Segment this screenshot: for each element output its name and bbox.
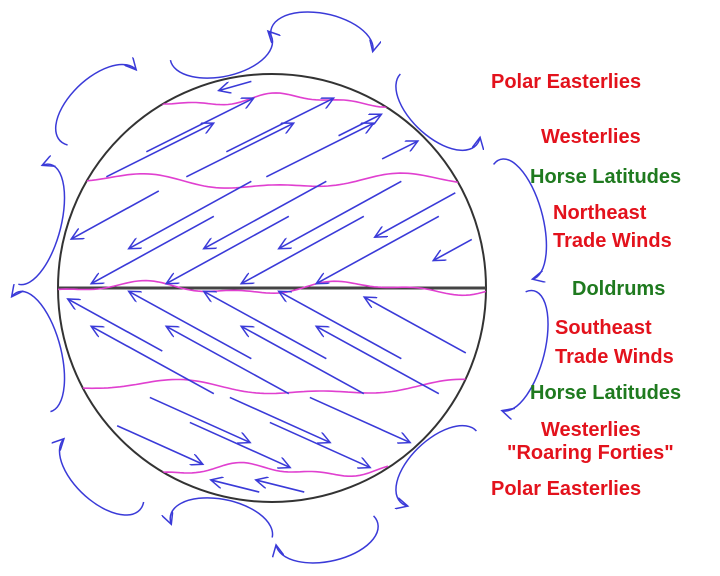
- circulation-cell: [54, 50, 142, 146]
- wind-arrow: [166, 215, 290, 283]
- wind-arrow: [375, 192, 456, 237]
- cell-loop-arrow: [169, 31, 278, 79]
- label-horse-latitudes-north: Horse Latitudes: [530, 166, 682, 188]
- boundary-line: [59, 172, 486, 189]
- wind-arrow: [381, 141, 418, 160]
- wind-arrow: [204, 180, 327, 248]
- wind-arrow: [241, 215, 365, 283]
- wind-arrow: [204, 291, 327, 360]
- wind-arrow: [265, 123, 373, 178]
- circulation-cells: [11, 11, 549, 564]
- circulation-cell: [494, 289, 549, 418]
- wind-arrow: [105, 123, 213, 178]
- boundary-line: [59, 378, 486, 395]
- wind-arrow: [364, 297, 467, 354]
- wind-arrow: [279, 291, 402, 360]
- wind-arrow: [269, 421, 370, 467]
- boundary-line: [159, 92, 389, 108]
- circulation-cell: [169, 31, 278, 79]
- wind-arrow: [68, 299, 163, 352]
- pressure-boundaries: [58, 92, 486, 477]
- wind-arrow: [91, 326, 215, 395]
- circulation-cell: [45, 433, 145, 516]
- wind-arrow: [219, 80, 252, 90]
- cell-loop-arrow: [169, 497, 274, 538]
- wind-arrow: [309, 396, 410, 442]
- wind-arrow: [91, 215, 215, 283]
- wind-arrow: [149, 396, 250, 442]
- label-westerlies-north: Westerlies: [541, 126, 641, 148]
- wind-arrow: [433, 238, 473, 260]
- cell-loop-arrow: [11, 285, 66, 413]
- label-polar-easterlies-south: Polar Easterlies: [491, 478, 642, 500]
- label-westerlies-south: Westerlies: [541, 419, 641, 441]
- label-doldrums: Doldrums: [572, 278, 666, 300]
- wind-arrow: [189, 421, 290, 467]
- cell-loop-arrow: [45, 433, 145, 516]
- label-ne-trade-1: Northeast: [553, 202, 647, 224]
- cell-loop-arrow: [492, 158, 548, 282]
- wind-arrow: [166, 326, 290, 395]
- label-horse-latitudes-south: Horse Latitudes: [530, 382, 682, 404]
- cell-loop-arrow: [54, 50, 142, 146]
- label-ne-trade-2: Trade Winds: [553, 230, 672, 252]
- wind-arrow: [71, 190, 160, 239]
- cell-loop-arrow: [274, 515, 379, 564]
- cell-loop-arrow: [494, 289, 549, 418]
- cell-loop-arrow: [382, 424, 477, 508]
- wind-arrow: [225, 98, 333, 153]
- circulation-cell: [18, 162, 66, 286]
- circulation-cell: [395, 73, 482, 152]
- cell-loop-arrow: [395, 73, 482, 152]
- circulation-cell: [274, 515, 379, 564]
- surface-wind-arrows: [68, 80, 473, 493]
- cell-loop-arrow: [18, 162, 66, 286]
- wind-arrow: [316, 215, 440, 283]
- wind-arrow: [129, 291, 252, 360]
- wind-arrow: [279, 180, 402, 248]
- wind-arrow: [316, 326, 440, 395]
- circulation-cell: [492, 158, 548, 282]
- label-se-trade-2: Trade Winds: [555, 346, 674, 368]
- wind-arrow: [241, 326, 365, 395]
- circulation-cell: [382, 424, 477, 508]
- circulation-cell: [269, 11, 378, 59]
- label-se-trade-1: Southeast: [555, 317, 652, 339]
- circulation-cell: [169, 497, 274, 538]
- wind-arrow: [256, 480, 305, 493]
- label-roaring-forties: "Roaring Forties": [507, 442, 674, 464]
- cell-loop-arrow: [269, 11, 378, 59]
- boundary-line: [159, 461, 389, 477]
- wind-arrow: [338, 114, 382, 137]
- wind-arrow: [229, 396, 330, 442]
- wind-arrow: [211, 480, 260, 493]
- wind-arrow: [145, 98, 253, 153]
- circulation-cell: [11, 285, 66, 413]
- wind-arrow: [129, 180, 252, 248]
- boundary-line: [58, 279, 486, 297]
- wind-arrow: [185, 123, 293, 178]
- wind-arrow: [116, 424, 203, 465]
- label-polar-easterlies-north: Polar Easterlies: [491, 71, 642, 93]
